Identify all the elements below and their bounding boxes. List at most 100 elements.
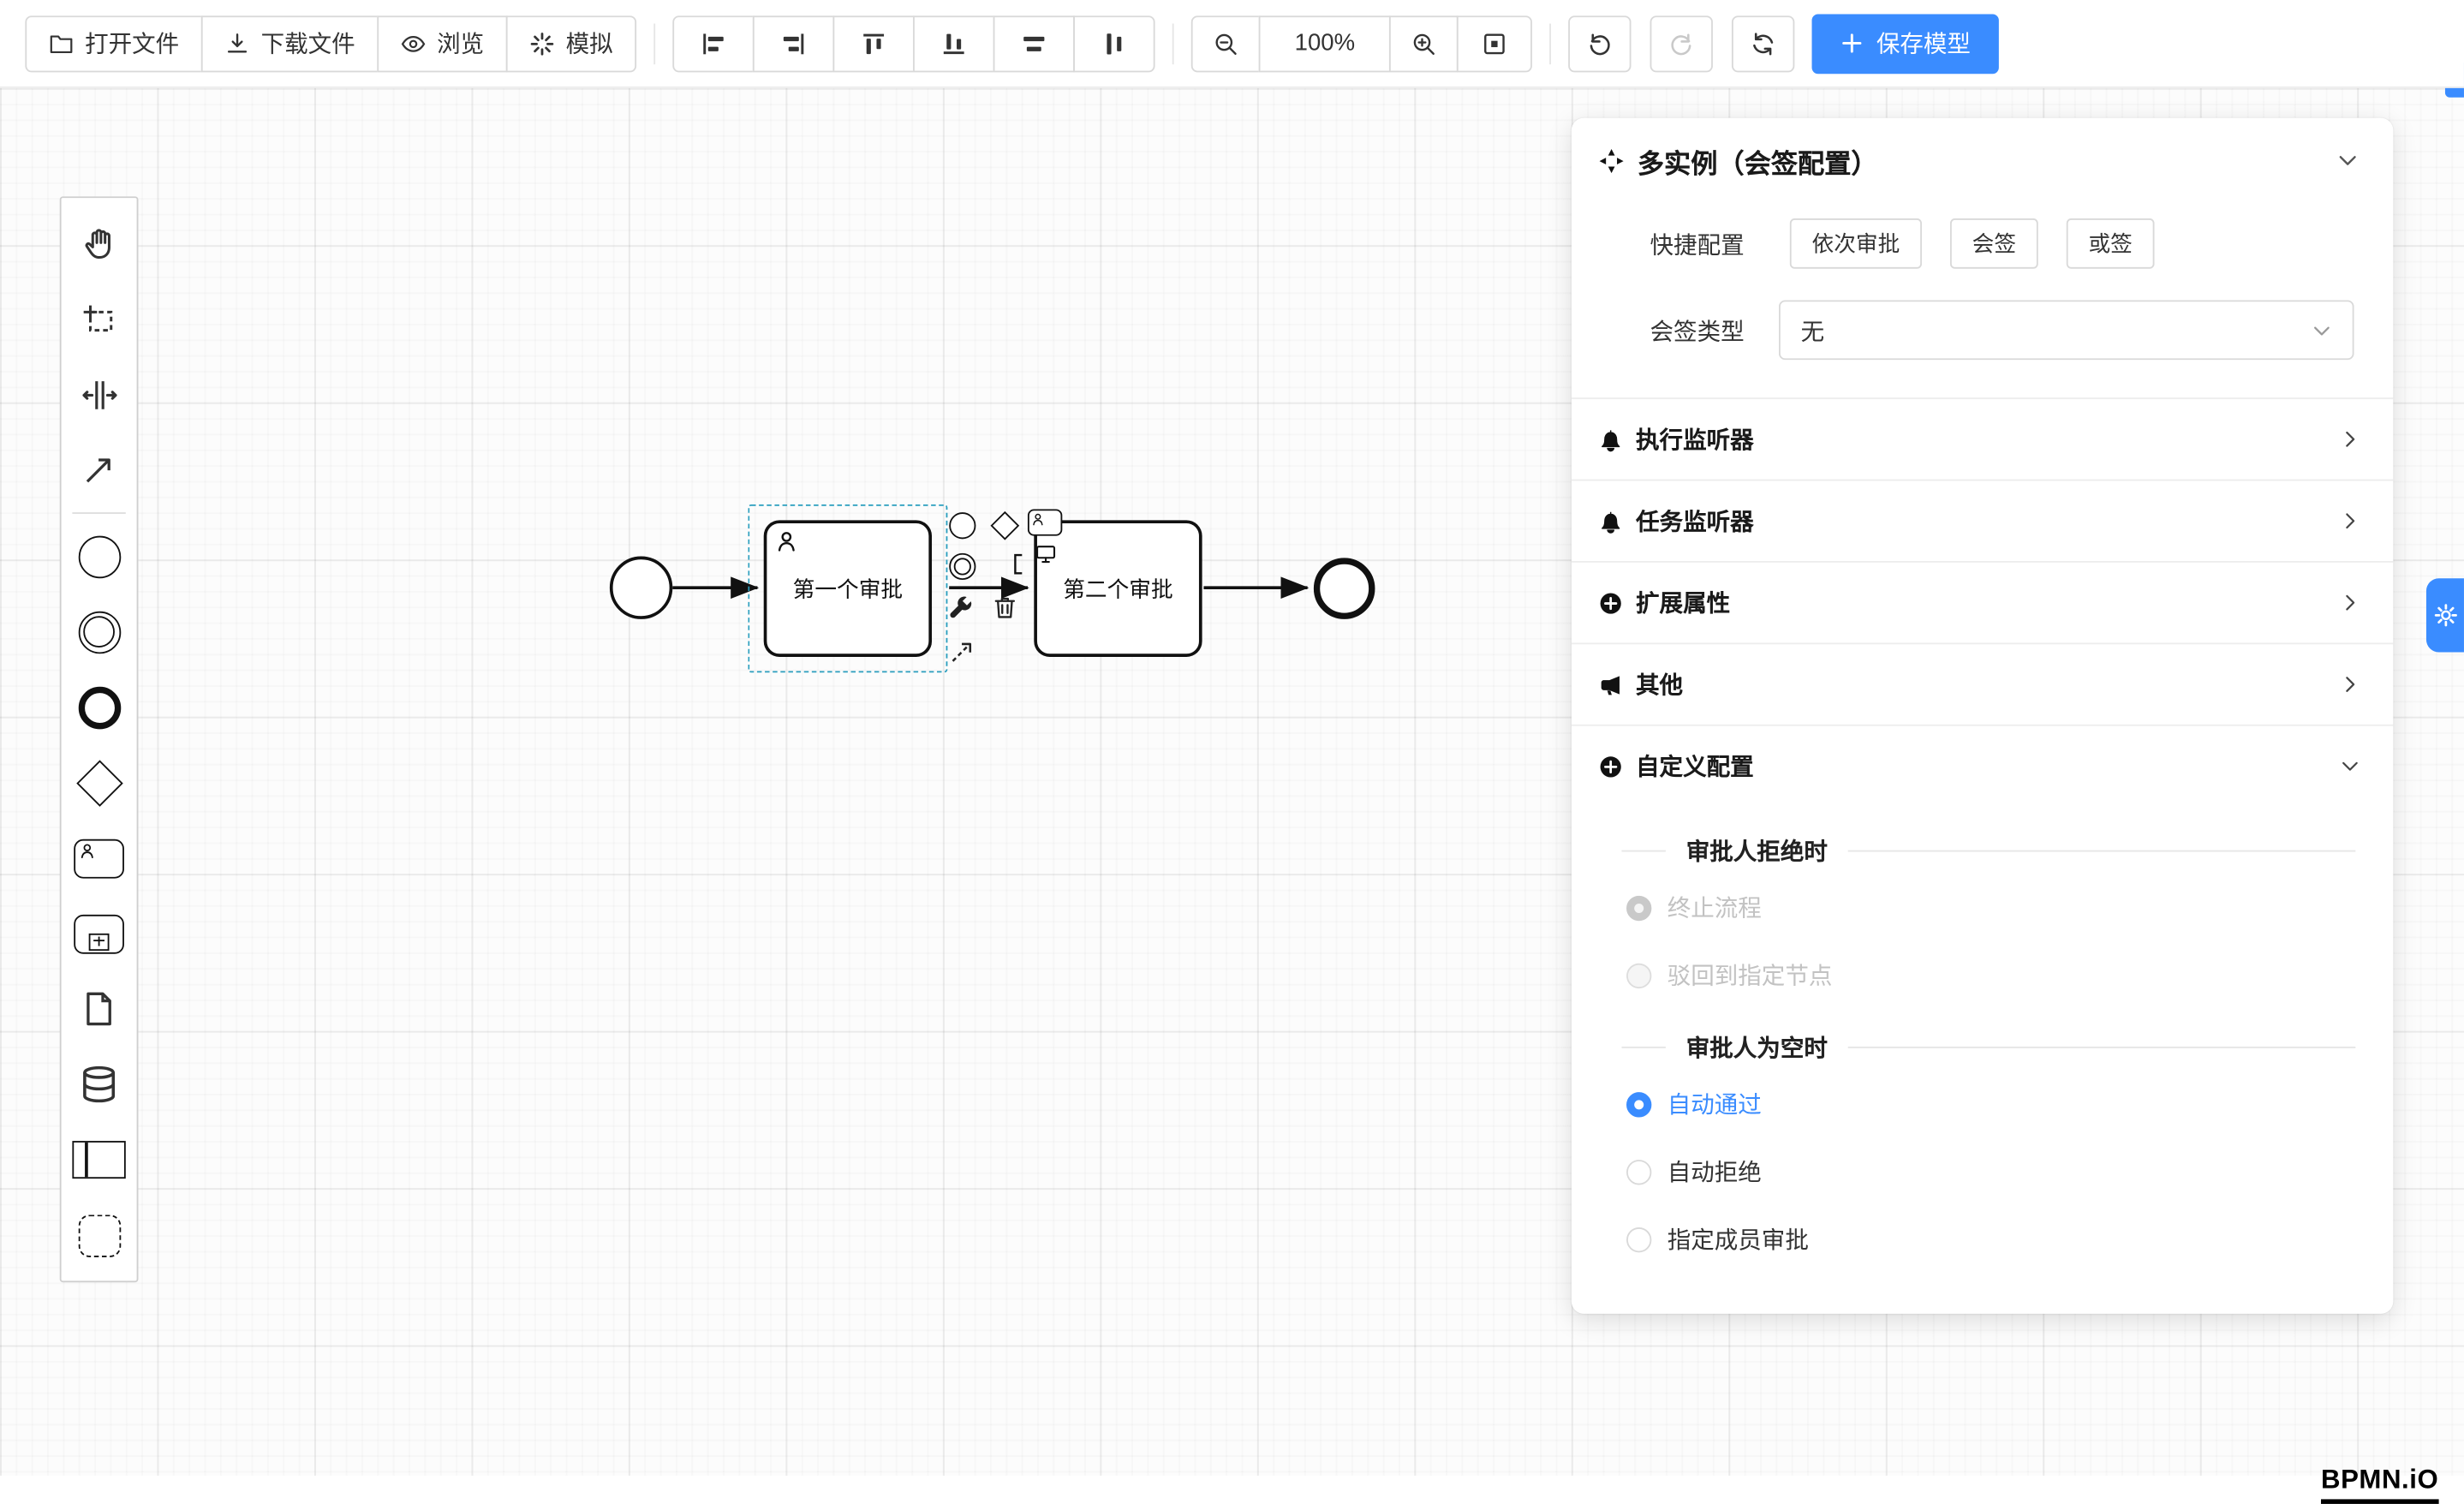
section-execution-listeners[interactable]: 执行监听器 xyxy=(1571,397,2394,479)
append-call-activity-button[interactable] xyxy=(1034,542,1058,566)
append-gateway-button[interactable] xyxy=(988,509,1020,540)
align-top-button[interactable] xyxy=(832,15,915,72)
zoom-in-button[interactable] xyxy=(1389,15,1459,72)
append-task-button[interactable] xyxy=(1027,509,1063,536)
database-icon xyxy=(79,1064,120,1105)
create-group[interactable] xyxy=(62,1197,137,1273)
plus-icon xyxy=(1841,32,1864,56)
zoom-in-icon xyxy=(1411,31,1436,56)
hand-tool[interactable] xyxy=(62,206,137,281)
quick-option-countersign[interactable]: 会签 xyxy=(1949,218,2038,269)
circle-icon xyxy=(949,512,976,540)
global-connect-tool[interactable] xyxy=(62,433,137,508)
fit-viewport-button[interactable] xyxy=(1456,15,1533,72)
align-right-icon xyxy=(781,31,806,56)
section-task-listeners[interactable]: 任务监听器 xyxy=(1571,479,2394,561)
undo-button[interactable] xyxy=(1568,15,1632,72)
save-model-button[interactable]: 保存模型 xyxy=(1811,13,2000,74)
settings-tab[interactable] xyxy=(2425,578,2464,653)
distribute-horizontal-button[interactable] xyxy=(993,15,1076,72)
radio-assign-member[interactable]: 指定成员审批 xyxy=(1626,1205,2393,1273)
reject-divider-title: 审批人拒绝时 xyxy=(1685,839,1828,866)
radio-icon xyxy=(1626,962,1652,988)
radio-icon xyxy=(1626,1159,1652,1185)
redo-icon xyxy=(1669,31,1694,56)
create-start-event[interactable] xyxy=(62,518,137,594)
quick-option-orsign[interactable]: 或签 xyxy=(2066,218,2155,269)
create-participant-pool[interactable] xyxy=(62,1122,137,1197)
group-icon xyxy=(77,1214,121,1256)
redo-button[interactable] xyxy=(1650,15,1714,72)
end-event[interactable] xyxy=(1313,558,1375,619)
align-group xyxy=(672,15,1155,72)
quick-config-row: 快捷配置 依次审批 会签 或签 xyxy=(1650,218,2394,269)
task-second-approval[interactable]: 第二个审批 xyxy=(1034,520,1202,657)
distribute-horizontal-icon xyxy=(1022,31,1047,56)
start-event[interactable] xyxy=(609,556,673,619)
distribute-vertical-icon xyxy=(1101,31,1126,56)
task-first-approval[interactable]: 第一个审批 xyxy=(763,520,933,657)
append-subprocess-button[interactable] xyxy=(1007,550,1031,578)
preview-button[interactable]: 浏览 xyxy=(377,15,508,72)
sign-type-select[interactable]: 无 xyxy=(1778,300,2354,361)
create-end-event[interactable] xyxy=(62,670,137,745)
toolbar-separator xyxy=(653,22,656,64)
create-data-object[interactable] xyxy=(62,971,137,1047)
toolbar: 打开文件 下载文件 浏览 模拟 xyxy=(0,0,2464,88)
lasso-tool[interactable] xyxy=(62,281,137,356)
plus-circle-icon xyxy=(1598,590,1623,615)
create-subprocess[interactable] xyxy=(62,896,137,971)
bpmn-io-watermark[interactable]: BPMN.iO xyxy=(2320,1465,2439,1504)
simulate-icon xyxy=(529,31,554,56)
multi-instance-section-header[interactable]: 多实例（会签配置） xyxy=(1572,118,2394,203)
distribute-vertical-button[interactable] xyxy=(1073,15,1155,72)
section-other[interactable]: 其他 xyxy=(1571,642,2394,724)
section-custom-config[interactable]: 自定义配置 xyxy=(1571,724,2394,806)
chevron-right-icon xyxy=(2340,593,2360,613)
chevron-down-icon xyxy=(2312,319,2332,340)
space-tool[interactable] xyxy=(62,356,137,432)
create-data-store[interactable] xyxy=(62,1047,137,1122)
radio-icon xyxy=(1626,1091,1652,1117)
sign-type-label: 会签类型 xyxy=(1650,318,1745,345)
section-label: 其他 xyxy=(1636,672,1684,700)
download-file-label: 下载文件 xyxy=(260,31,355,58)
custom-config-body: 审批人拒绝时 终止流程 驳回到指定节点 审批人为空时 自动通过 xyxy=(1572,834,2394,1273)
align-bottom-button[interactable] xyxy=(913,15,995,72)
save-model-label: 保存模型 xyxy=(1876,31,1971,58)
simulate-button[interactable]: 模拟 xyxy=(505,15,637,72)
sign-type-row: 会签类型 无 xyxy=(1650,300,2394,361)
task-label: 第二个审批 xyxy=(1063,576,1173,601)
hand-tool-icon xyxy=(81,226,116,260)
append-intermediate-event-button[interactable] xyxy=(949,552,976,581)
connect-tool-button[interactable] xyxy=(949,638,975,665)
zoom-out-button[interactable] xyxy=(1190,15,1261,72)
align-top-icon xyxy=(862,31,886,56)
thick-circle-icon xyxy=(77,685,121,729)
create-user-task[interactable] xyxy=(62,821,137,896)
quick-option-sequential[interactable]: 依次审批 xyxy=(1789,218,1922,269)
delete-button[interactable] xyxy=(992,594,1018,621)
radio-auto-pass[interactable]: 自动通过 xyxy=(1626,1070,2393,1137)
align-left-button[interactable] xyxy=(672,15,755,72)
radio-auto-reject[interactable]: 自动拒绝 xyxy=(1626,1137,2393,1205)
change-type-button[interactable] xyxy=(947,594,974,621)
radio-return-to-node[interactable]: 驳回到指定节点 xyxy=(1626,941,2393,1009)
create-intermediate-event[interactable] xyxy=(62,594,137,670)
append-end-event-button[interactable] xyxy=(949,512,976,540)
reset-zoom-button[interactable] xyxy=(1732,15,1795,72)
open-file-button[interactable]: 打开文件 xyxy=(25,15,203,72)
align-left-icon xyxy=(701,31,725,56)
radio-label: 自动拒绝 xyxy=(1667,1160,1762,1187)
wrench-icon xyxy=(947,594,974,621)
download-file-button[interactable]: 下载文件 xyxy=(200,15,379,72)
lasso-tool-icon xyxy=(81,301,116,336)
radio-terminate-process[interactable]: 终止流程 xyxy=(1626,874,2393,941)
create-gateway[interactable] xyxy=(62,745,137,821)
section-extension-properties[interactable]: 扩展属性 xyxy=(1571,561,2394,642)
quick-config-label: 快捷配置 xyxy=(1650,231,1745,259)
pool-icon xyxy=(72,1141,126,1179)
toolbar-separator xyxy=(1549,22,1552,64)
align-right-button[interactable] xyxy=(752,15,835,72)
